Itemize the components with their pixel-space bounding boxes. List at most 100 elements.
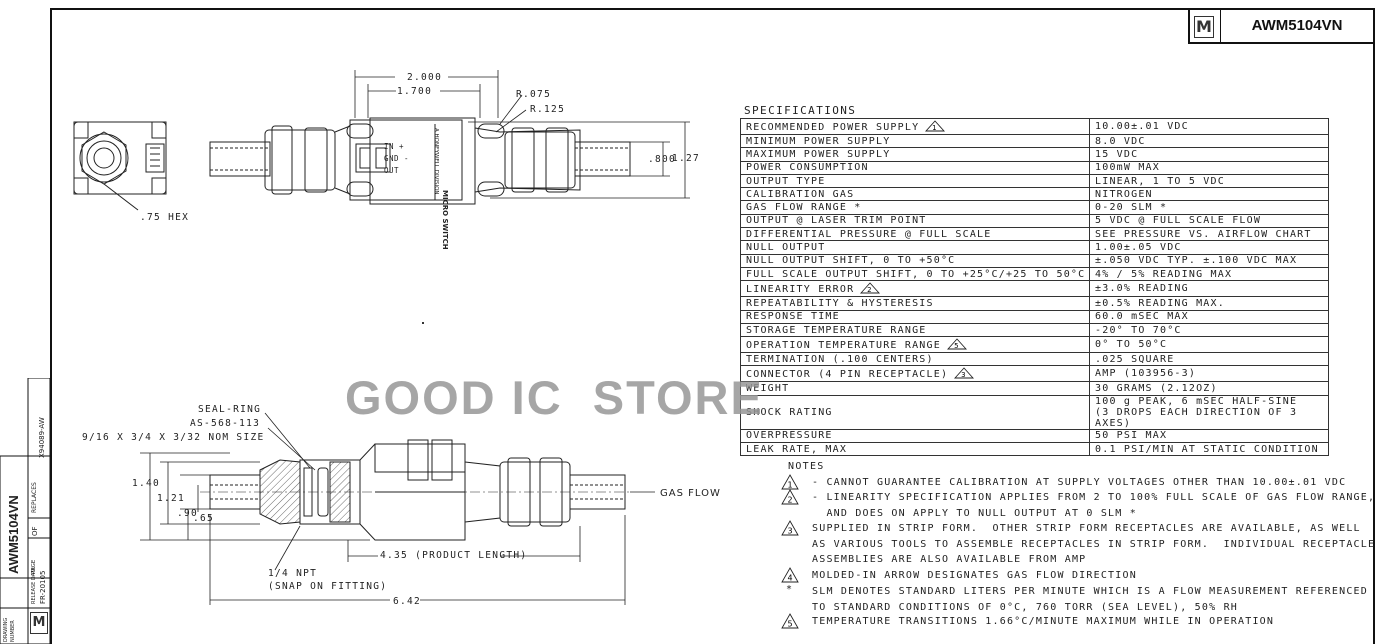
spec-value-text: 0° TO 50°C bbox=[1095, 339, 1168, 351]
seal-size-label: 9/16 X 3/4 X 3/32 NOM SIZE bbox=[82, 432, 265, 443]
note-text: - CANNOT GUARANTEE CALIBRATION AT SUPPLY… bbox=[812, 477, 1347, 488]
spec-value-text: ±.050 VDC TYP. ±.100 VDC MAX bbox=[1095, 255, 1298, 267]
spec-row: OPERATION TEMPERATURE RANGE 5 0° TO 50°C bbox=[740, 336, 1329, 354]
product-length-label: 4.35 (PRODUCT LENGTH) bbox=[380, 550, 528, 561]
spec-param-text: FULL SCALE OUTPUT SHIFT, 0 TO +25°C/+25 … bbox=[746, 268, 1086, 280]
spec-row: OUTPUT @ LASER TRIM POINT 5 VDC @ FULL SC… bbox=[740, 213, 1329, 229]
seal-part-label: AS-568-113 bbox=[190, 418, 261, 429]
spec-value: -20° TO 70°C bbox=[1089, 322, 1329, 338]
note-ref: 2 bbox=[867, 286, 873, 294]
spec-value-text: 100mW MAX bbox=[1095, 162, 1160, 174]
spec-value-text-2: (3 DROPS EACH DIRECTION OF 3 AXES) bbox=[1095, 406, 1298, 429]
spec-value: ±3.0% READING bbox=[1089, 280, 1329, 298]
spec-param-text: REPEATABILITY & HYSTERESIS bbox=[746, 297, 934, 309]
spec-value: 8.0 VDC bbox=[1089, 133, 1329, 149]
title-block: M AWM5104VN bbox=[1188, 10, 1373, 44]
spec-value-text: 4% / 5% READING MAX bbox=[1095, 268, 1233, 280]
spec-param-text: CONNECTOR (4 PIN RECEPTACLE) bbox=[746, 369, 949, 381]
spec-param-text: OUTPUT TYPE bbox=[746, 175, 826, 187]
spec-value-text: ±0.5% READING MAX. bbox=[1095, 297, 1225, 309]
spec-value-text: LINEAR, 1 TO 5 VDC bbox=[1095, 175, 1225, 187]
spec-param: TERMINATION (.100 CENTERS) bbox=[740, 352, 1090, 367]
spec-param-text: DIFFERENTIAL PRESSURE @ FULL SCALE bbox=[746, 228, 992, 240]
spec-param: OUTPUT @ LASER TRIM POINT bbox=[740, 213, 1090, 229]
spec-param-text: OUTPUT @ LASER TRIM POINT bbox=[746, 215, 927, 227]
drawing-frame-left bbox=[50, 8, 52, 644]
spec-value-text: 0-20 SLM * bbox=[1095, 202, 1168, 214]
spec-param-text: OVERPRESSURE bbox=[746, 430, 833, 442]
spec-param: RESPONSE TIME bbox=[740, 309, 1090, 324]
spec-value-text: .025 SQUARE bbox=[1095, 353, 1175, 365]
spec-value: 0-20 SLM * bbox=[1089, 200, 1329, 215]
spec-row: MAXIMUM POWER SUPPLY 15 VDC bbox=[740, 147, 1329, 162]
watermark: GOOD IC STORE bbox=[345, 371, 764, 424]
spec-param: OVERPRESSURE bbox=[740, 428, 1090, 444]
note-mark-text: 3 bbox=[787, 527, 792, 536]
spec-value: SEE PRESSURE VS. AIRFLOW CHART bbox=[1089, 227, 1329, 242]
note-text: MOLDED-IN ARROW DESIGNATES GAS FLOW DIRE… bbox=[812, 570, 1137, 581]
title-separator bbox=[1220, 10, 1221, 42]
side-view-dimensions bbox=[140, 412, 655, 605]
spec-param-text: POWER CONSUMPTION bbox=[746, 162, 869, 174]
spec-row: POWER CONSUMPTION 100mW MAX bbox=[740, 160, 1329, 175]
spec-param: DIFFERENTIAL PRESSURE @ FULL SCALE bbox=[740, 227, 1090, 242]
spec-value-text: ±3.0% READING bbox=[1095, 283, 1189, 295]
hex-label: .75 HEX bbox=[140, 212, 190, 223]
spec-param: NULL OUTPUT SHIFT, 0 TO +50°C bbox=[740, 253, 1090, 268]
spec-param-text: OPERATION TEMPERATURE RANGE bbox=[746, 340, 941, 352]
notes-title: NOTES bbox=[788, 461, 825, 472]
spec-param-text: MAXIMUM POWER SUPPLY bbox=[746, 148, 891, 160]
spec-value-text: 0.1 PSI/MIN AT STATIC CONDITION bbox=[1095, 443, 1319, 455]
note-triangle-icon: 5 bbox=[946, 338, 967, 350]
spec-value: ±.050 VDC TYP. ±.100 VDC MAX bbox=[1089, 253, 1329, 268]
note-mark-text: 2 bbox=[787, 496, 792, 505]
spec-param: STORAGE TEMPERATURE RANGE bbox=[740, 322, 1090, 338]
spec-param-text: LINEARITY ERROR bbox=[746, 284, 855, 296]
drawing-frame-top bbox=[50, 8, 1375, 10]
spec-value-text: 100 g PEAK, 6 mSEC HALF-SINE bbox=[1095, 395, 1298, 407]
spec-value: AMP (103956-3) bbox=[1089, 365, 1329, 383]
spec-param: LINEARITY ERROR 2 bbox=[740, 280, 1090, 298]
spec-value-text: AMP (103956-3) bbox=[1095, 368, 1197, 380]
spec-row: DIFFERENTIAL PRESSURE @ FULL SCALE SEE PR… bbox=[740, 227, 1329, 242]
spec-value: 30 GRAMS (2.12OZ) bbox=[1089, 381, 1329, 396]
left-part-number: AWM5104VN bbox=[6, 495, 21, 574]
spec-value-text: SEE PRESSURE VS. AIRFLOW CHART bbox=[1095, 228, 1312, 240]
dim-r125: R.125 bbox=[530, 104, 566, 115]
spec-row: CALIBRATION GAS NITROGEN bbox=[740, 187, 1329, 202]
company-logo: M bbox=[1194, 16, 1214, 38]
spec-value-text: 5 VDC @ FULL SCALE FLOW bbox=[1095, 215, 1262, 227]
spec-param-text: NULL OUTPUT bbox=[746, 242, 826, 254]
spec-value: 15 VDC bbox=[1089, 147, 1329, 162]
dim-r075: R.075 bbox=[516, 89, 552, 100]
note-text: - LINEARITY SPECIFICATION APPLIES FROM 2… bbox=[812, 492, 1375, 519]
spec-value: 50 PSI MAX bbox=[1089, 428, 1329, 444]
spec-row: FULL SCALE OUTPUT SHIFT, 0 TO +25°C/+25 … bbox=[740, 266, 1329, 282]
note-mark-text: 4 bbox=[787, 574, 792, 583]
dim-2000: 2.000 bbox=[407, 72, 443, 83]
spec-param-text: WEIGHT bbox=[746, 383, 790, 395]
spec-value-text: NITROGEN bbox=[1095, 188, 1153, 200]
spec-value: 60.0 mSEC MAX bbox=[1089, 309, 1329, 324]
number-label: NUMBER bbox=[10, 620, 16, 642]
spec-value-text: 60.0 mSEC MAX bbox=[1095, 311, 1189, 323]
spec-param-text: MINIMUM POWER SUPPLY bbox=[746, 135, 891, 147]
npt-sub-label: (SNAP ON FITTING) bbox=[268, 581, 388, 592]
top-view-dimensions bbox=[354, 70, 690, 199]
overall-length-label: 6.42 bbox=[393, 596, 422, 607]
spec-param: CALIBRATION GAS bbox=[740, 187, 1090, 202]
note-triangle-icon: 5 bbox=[781, 613, 799, 629]
note-text: SUPPLIED IN STRIP FORM. OTHER STRIP FORM… bbox=[812, 523, 1375, 566]
pin-out: OUT bbox=[384, 166, 400, 175]
dim-65: .65 bbox=[193, 513, 215, 524]
spec-param: MINIMUM POWER SUPPLY bbox=[740, 133, 1090, 149]
spec-row: MINIMUM POWER SUPPLY 8.0 VDC bbox=[740, 133, 1329, 149]
drawing-label: DRAWING bbox=[3, 617, 9, 642]
drawing-frame-right bbox=[1373, 8, 1375, 644]
spec-row: REPEATABILITY & HYSTERESIS ±0.5% READING … bbox=[740, 296, 1329, 311]
gas-flow-label: GAS FLOW bbox=[660, 488, 721, 499]
